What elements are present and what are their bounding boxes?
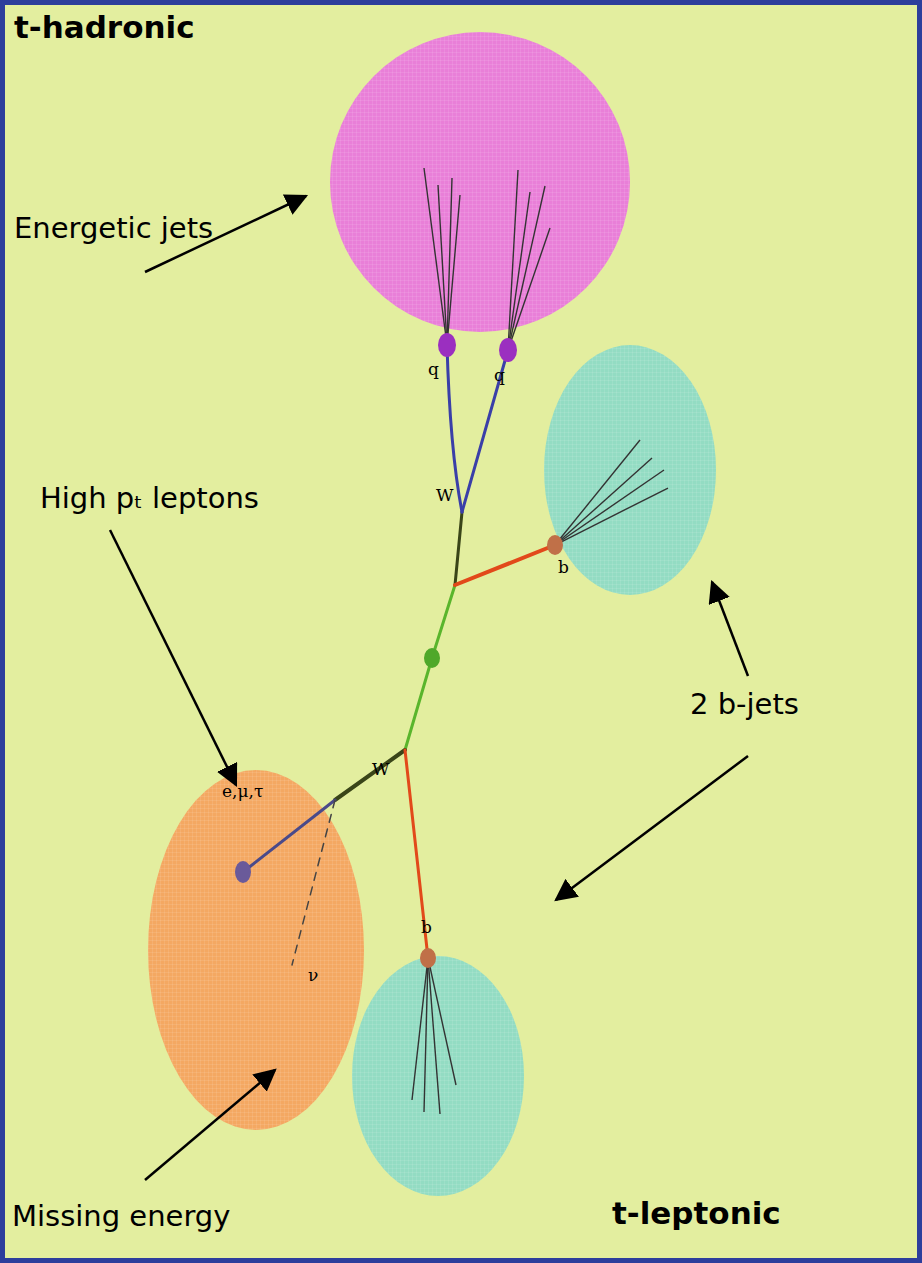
frame <box>3 3 920 1261</box>
jet-tracks <box>412 168 668 1114</box>
callout-arrows <box>110 196 748 1180</box>
decay-tree <box>243 345 555 965</box>
particle-label: q <box>428 360 439 380</box>
callout-label: 2 b-jets <box>690 688 799 721</box>
vertex-dots <box>235 333 563 968</box>
particle-label: q <box>494 366 505 386</box>
callout-label: High pₜ leptons <box>40 482 259 515</box>
part-heading: t-leptonic <box>612 1196 781 1232</box>
particle-label: b <box>421 918 432 938</box>
particle-label: W <box>372 760 389 780</box>
part-heading: t-hadronic <box>14 10 195 46</box>
particle-label: e,μ,τ <box>222 782 263 802</box>
particle-label: ν <box>308 966 318 986</box>
particle-label: b <box>558 558 569 578</box>
callout-label: Energetic jets <box>14 212 213 245</box>
callout-label: Missing energy <box>12 1200 230 1233</box>
particle-label: W <box>436 486 453 506</box>
jet-regions <box>148 32 716 1196</box>
